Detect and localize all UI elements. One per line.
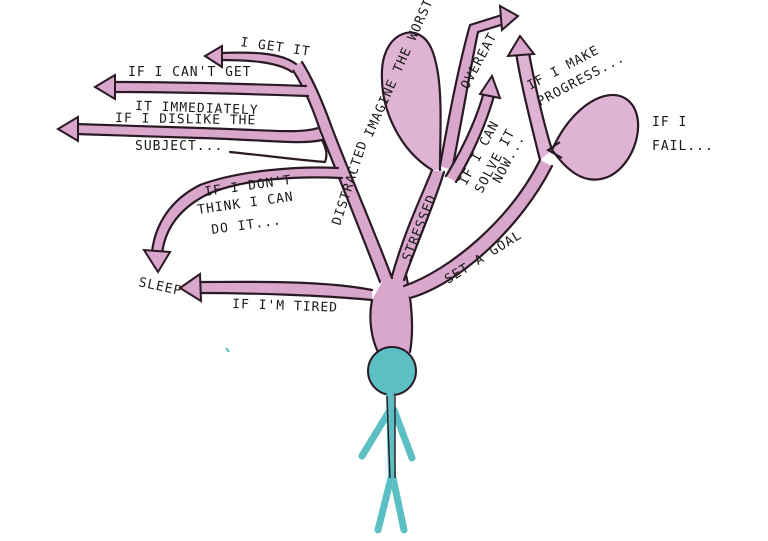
label-dislike-1: IF I DISLIKE THE [115, 111, 256, 128]
branch-overeat [440, 14, 505, 170]
branch-dislike [75, 124, 322, 143]
label-fail-1: IF I [652, 115, 687, 130]
branch-dont-think [152, 167, 342, 254]
label-if-tired: IF I'M TIRED [232, 297, 338, 316]
label-dont-think-3: DO IT... [210, 213, 282, 238]
label-sleep: SLEEP [137, 275, 183, 299]
person-head [367, 346, 417, 396]
trunk-outline [369, 268, 414, 354]
label-cant-get-1: IF I CAN'T GET [128, 65, 252, 80]
arrowhead-sleep [178, 272, 203, 303]
label-cant-get-2: IT IMMEDIATELY [135, 99, 259, 118]
loop-imagine-worst [381, 32, 441, 170]
branch-solve-now [446, 92, 494, 182]
branch-set-goal [404, 160, 552, 298]
branch-stressed [392, 170, 444, 280]
trunk [370, 270, 413, 352]
person-arms [358, 406, 416, 462]
person-legs [374, 474, 408, 534]
branch-i-get-it [220, 52, 296, 72]
label-dislike-2: SUBJECT... [135, 139, 223, 154]
label-fail-2: FAIL... [652, 139, 714, 154]
